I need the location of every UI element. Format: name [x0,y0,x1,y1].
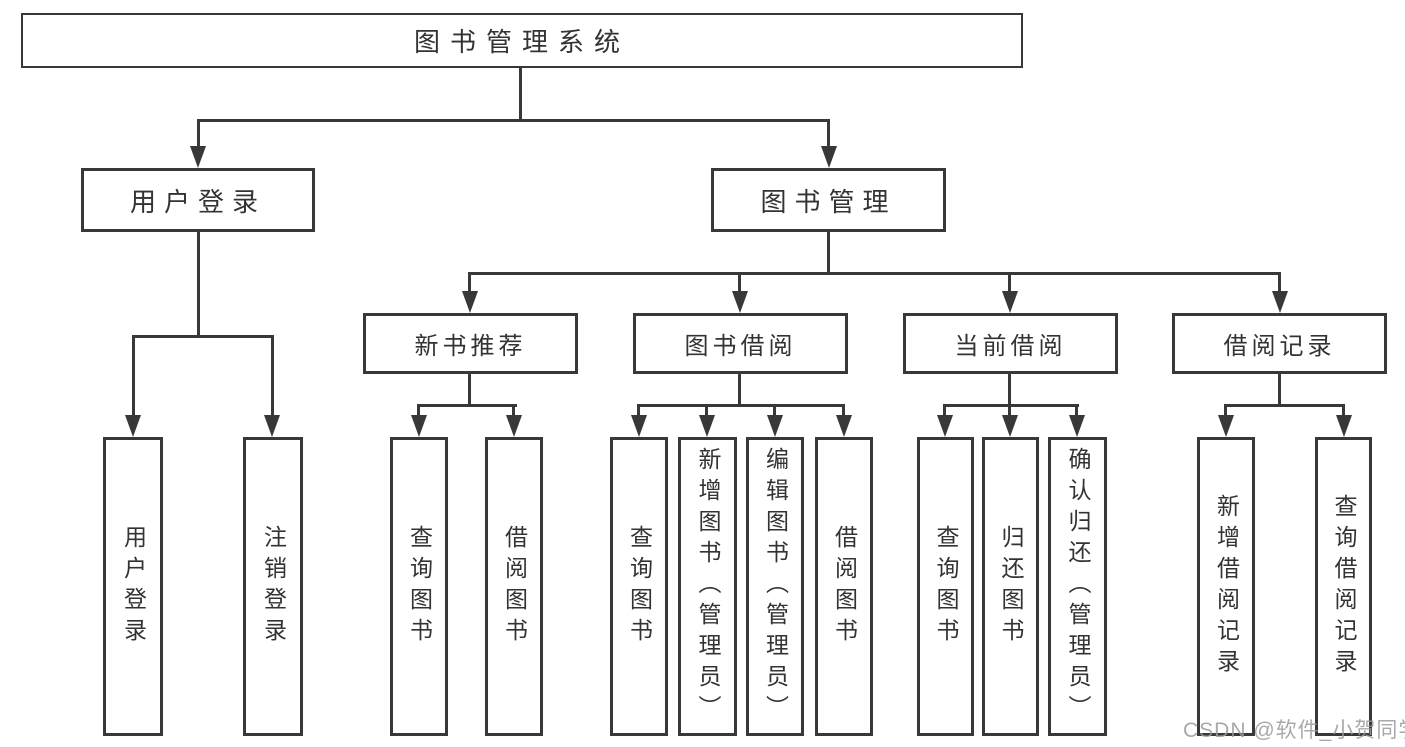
node-borrowing-records: 借阅记录 [1172,313,1387,374]
leaf-return-books: 归还图书 [982,437,1039,736]
arrowhead-down-icon [1272,291,1288,313]
leaf-query-books-current: 查询图书 [917,437,974,736]
arrowhead-down-icon [462,291,478,313]
connector-line [773,404,776,418]
connector-line [1342,404,1345,418]
connector-line [1008,404,1011,418]
connector-line [1278,272,1281,294]
arrowhead-down-icon [411,415,427,437]
connector-line [197,119,200,149]
arrowhead-down-icon [821,146,837,168]
connector-line [468,272,471,294]
connector-line [637,404,640,418]
leaf-confirm-return-admin: 确认归还（管理员） [1048,437,1107,736]
connector-line [132,335,135,417]
connector-line [705,404,708,418]
leaf-user-login: 用户登录 [103,437,163,736]
node-library-management-system: 图书管理系统 [21,13,1023,68]
arrowhead-down-icon [1002,415,1018,437]
arrowhead-down-icon [732,291,748,313]
arrowhead-down-icon [125,415,141,437]
arrowhead-down-icon [631,415,647,437]
arrowhead-down-icon [1069,415,1085,437]
connector-line [738,373,741,406]
arrowhead-down-icon [699,415,715,437]
connector-line [1224,404,1345,407]
arrowhead-down-icon [767,415,783,437]
connector-line [417,404,517,407]
connector-line [512,404,515,418]
connector-line [1008,373,1011,406]
node-user-login: 用户登录 [81,168,315,232]
arrowhead-down-icon [836,415,852,437]
connector-line [943,404,1079,407]
arrowhead-down-icon [1002,291,1018,313]
connector-line [197,232,200,338]
connector-line [468,373,471,406]
node-book-management: 图书管理 [711,168,946,232]
connector-line [637,404,845,407]
connector-line [519,66,522,122]
arrowhead-down-icon [1336,415,1352,437]
arrowhead-down-icon [1218,415,1234,437]
arrowhead-down-icon [264,415,280,437]
connector-line [132,335,274,338]
leaf-borrow-books-recommend: 借阅图书 [485,437,543,736]
arrowhead-down-icon [506,415,522,437]
leaf-edit-book-admin: 编辑图书（管理员） [746,437,804,736]
leaf-query-borrow-record: 查询借阅记录 [1315,437,1372,736]
watermark-text: CSDN @软件_小贺同学 [1183,719,1405,742]
connector-line [827,232,830,275]
arrowhead-down-icon [190,146,206,168]
node-new-book-recommendation: 新书推荐 [363,313,578,374]
arrowhead-down-icon [937,415,953,437]
leaf-add-borrow-record: 新增借阅记录 [1197,437,1255,736]
leaf-query-books-borrowing: 查询图书 [610,437,668,736]
connector-line [197,119,830,122]
leaf-logout-login: 注销登录 [243,437,303,736]
connector-line [1278,373,1281,406]
connector-line [943,404,946,418]
connector-line [1008,272,1011,294]
connector-line [827,119,830,149]
leaf-borrow-books-borrowing: 借阅图书 [815,437,873,736]
connector-line [417,404,420,418]
connector-line [738,272,741,294]
node-current-borrowing: 当前借阅 [903,313,1118,374]
connector-line [271,335,274,417]
leaf-add-book-admin: 新增图书（管理员） [678,437,737,736]
connector-line [468,272,1281,275]
connector-line [1224,404,1227,418]
connector-line [842,404,845,418]
node-book-borrowing: 图书借阅 [633,313,848,374]
leaf-query-books-recommend: 查询图书 [390,437,448,736]
connector-line [1075,404,1078,418]
